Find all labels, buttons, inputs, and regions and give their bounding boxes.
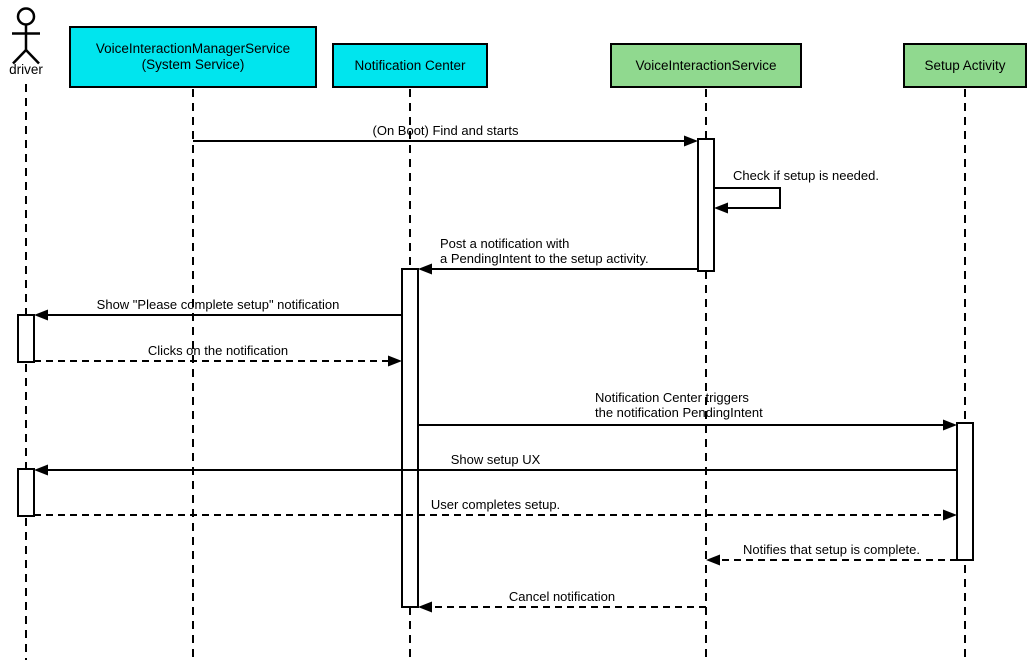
activation-voiceinteractionservice: [697, 138, 715, 272]
arrowhead-notifies-complete: [706, 554, 720, 566]
message-line-check-setup: [714, 187, 781, 209]
message-label-user-completes-setup: User completes setup.: [430, 497, 561, 512]
participant-voiceinteractionmanagerservice: VoiceInteractionManagerService (System S…: [69, 26, 317, 88]
actor-driver-icon: [12, 7, 40, 65]
participant-voiceinteractionservice: VoiceInteractionService: [610, 43, 802, 88]
participant-label: Notification Center: [354, 57, 466, 73]
message-label-show-setup-ux: Show setup UX: [450, 452, 541, 467]
arrowhead-clicks-notification: [388, 355, 402, 367]
participant-label: Setup Activity: [924, 57, 1006, 73]
activation-notification-center: [401, 268, 419, 608]
arrowhead-post-notification: [418, 263, 432, 275]
message-label-on-boot: (On Boot) Find and starts: [372, 123, 519, 138]
message-label-triggers-pendingintent: Notification Center triggers the notific…: [595, 390, 763, 420]
arrowhead-check-setup: [714, 202, 728, 214]
message-label-line1: Notification Center triggers: [595, 390, 749, 405]
participant-setup-activity: Setup Activity: [903, 43, 1027, 88]
message-label-clicks-notification: Clicks on the notification: [147, 343, 289, 358]
arrowhead-show-setup-ux: [34, 464, 48, 476]
activation-driver-1: [17, 314, 35, 363]
message-label-line1: Post a notification with: [440, 236, 570, 251]
arrowhead-show-notification: [34, 309, 48, 321]
arrowhead-user-completes-setup: [943, 509, 957, 521]
activation-setup-activity: [956, 422, 974, 561]
actor-driver-label: driver: [9, 62, 43, 77]
message-label-check-setup: Check if setup is needed.: [733, 168, 879, 183]
arrowhead-cancel-notification: [418, 601, 432, 613]
arrowhead-triggers-pendingintent: [943, 419, 957, 431]
message-label-notifies-complete: Notifies that setup is complete.: [742, 542, 921, 557]
arrowhead-on-boot: [684, 135, 698, 147]
participant-notification-center: Notification Center: [332, 43, 488, 88]
message-label-post-notification: Post a notification with a PendingIntent…: [440, 236, 649, 266]
message-label-line2: the notification PendingIntent: [595, 405, 763, 420]
message-label-show-notification: Show "Please complete setup" notificatio…: [96, 297, 340, 312]
activation-driver-2: [17, 468, 35, 517]
message-label-cancel-notification: Cancel notification: [508, 589, 616, 604]
participant-label: VoiceInteractionService: [635, 57, 777, 73]
participant-label-line2: (System Service): [141, 57, 245, 72]
message-label-line2: a PendingIntent to the setup activity.: [440, 251, 649, 266]
participant-label-line1: VoiceInteractionManagerService: [95, 41, 291, 56]
